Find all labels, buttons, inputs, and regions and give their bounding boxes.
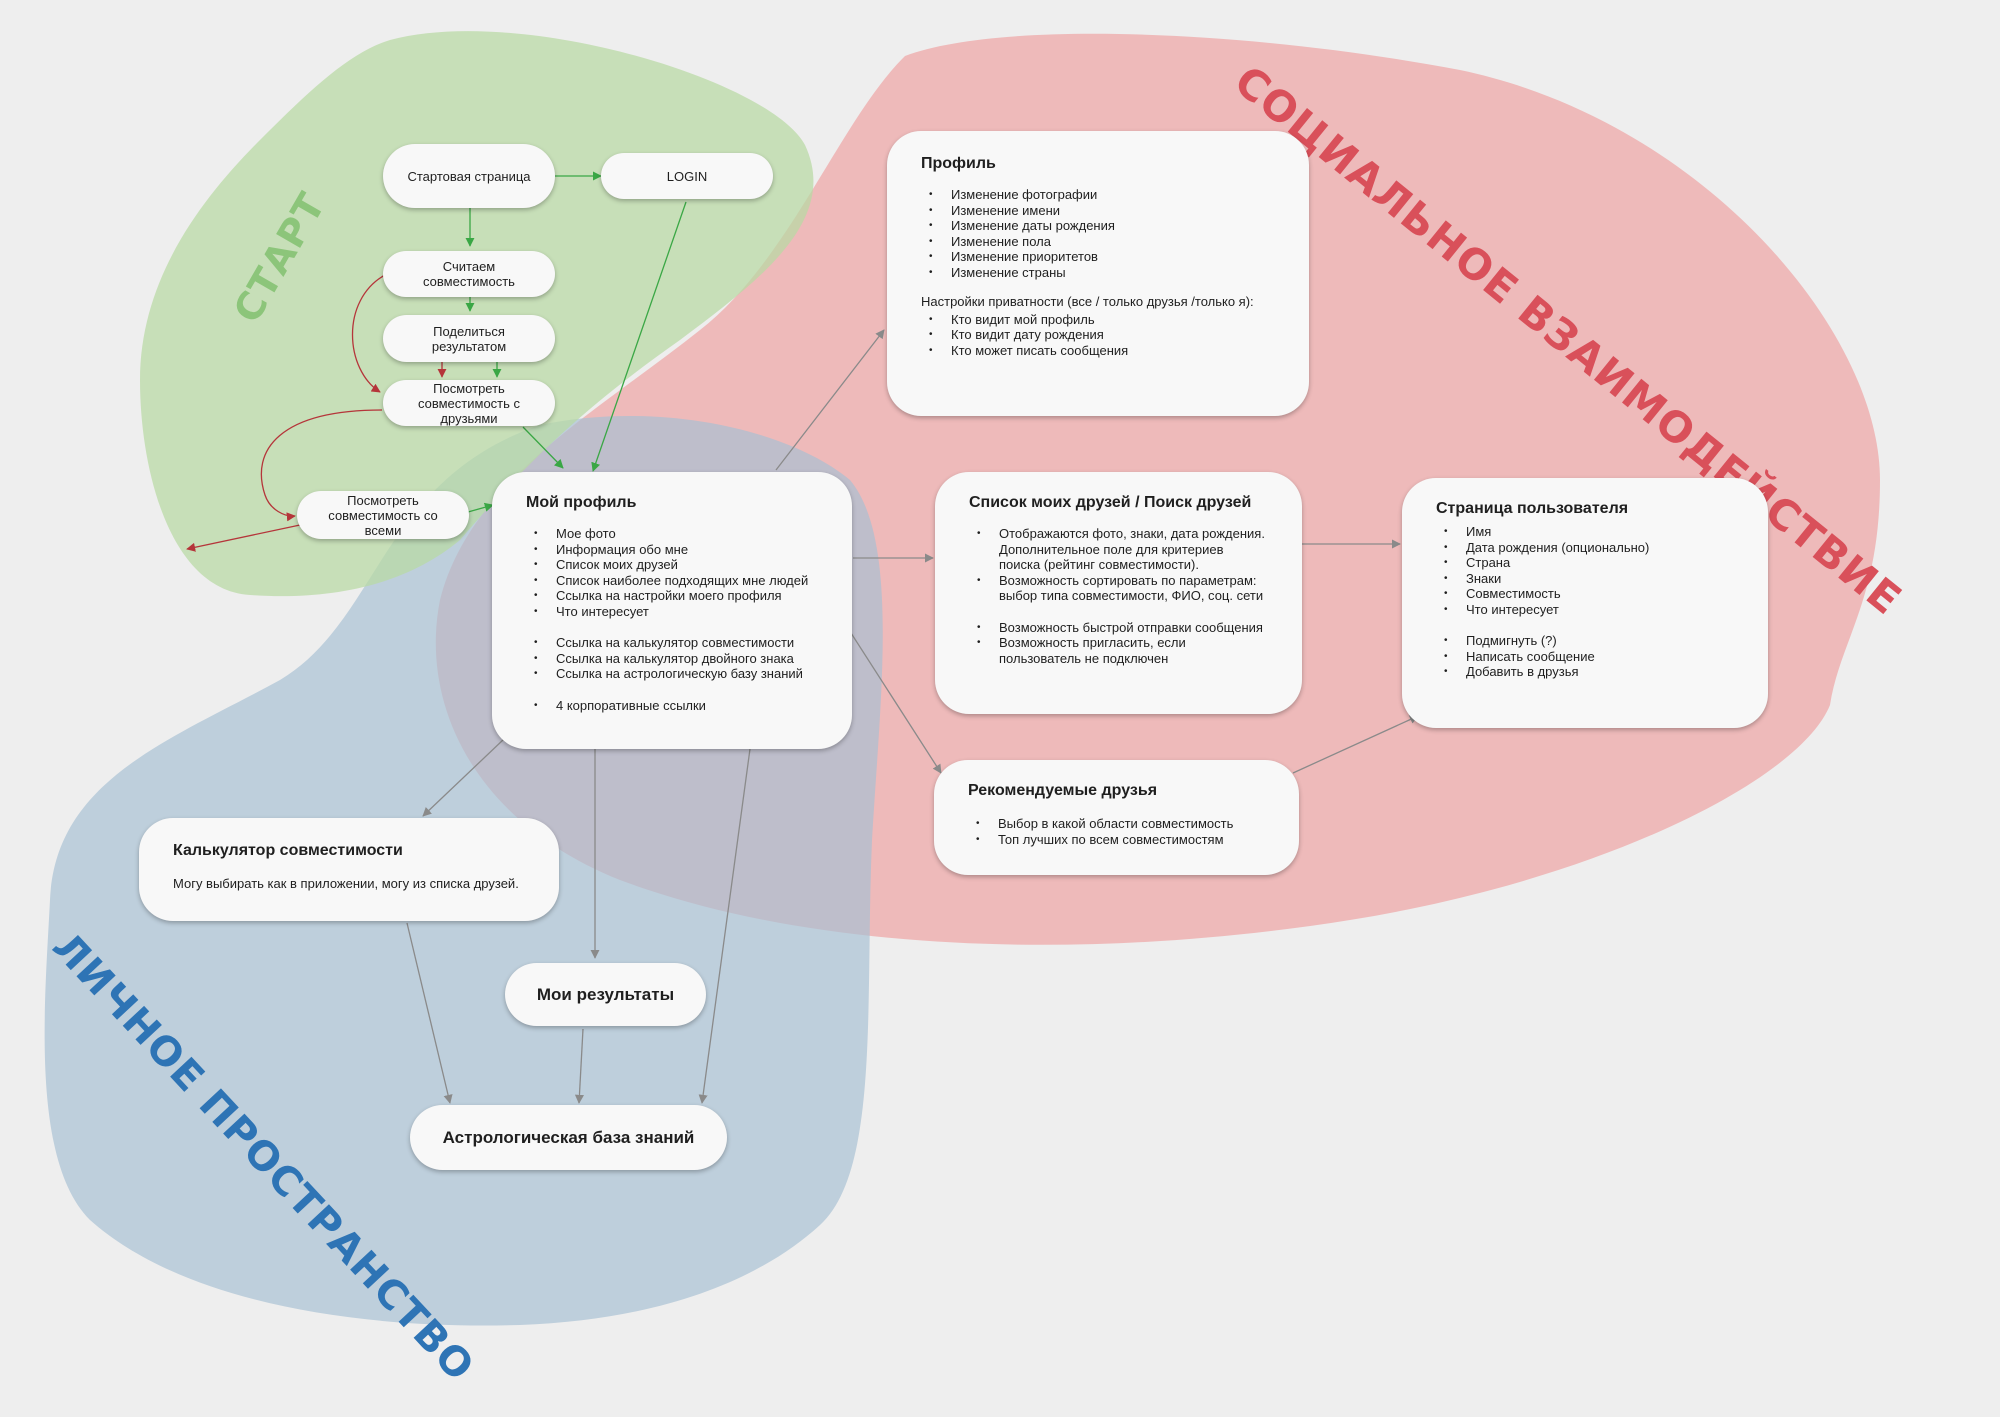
friends-list-title: Список моих друзей / Поиск друзей: [969, 494, 1252, 511]
list-item: Список наиболее подходящих мне людей: [534, 573, 818, 589]
list-item: Изменение фотографии: [929, 187, 1275, 203]
list-item: Кто видит дату рождения: [929, 327, 1275, 343]
compat-calculator-title: Калькулятор совместимости: [173, 842, 403, 859]
list-item: Изменение имени: [929, 203, 1275, 219]
list-item: Список моих друзей: [534, 557, 818, 573]
list-item: Ссылка на астрологическую базу знаний: [534, 666, 818, 682]
my-profile-card[interactable]: Мой профиль Мое фото Информация обо мне …: [492, 472, 852, 749]
list-item: Ссылка на калькулятор совместимости: [534, 635, 818, 651]
list-item: Изменение пола: [929, 234, 1275, 250]
recommended-friends-title: Рекомендуемые друзья: [968, 782, 1158, 799]
list-item: Изменение страны: [929, 265, 1275, 281]
list-item: Топ лучших по всем совместимостям: [976, 832, 1265, 848]
my-profile-title: Мой профиль: [526, 494, 637, 511]
astro-knowledge-base-node[interactable]: Астрологическая база знаний: [410, 1105, 727, 1170]
list-item: Подмигнуть (?): [1444, 633, 1734, 649]
list-item: Знаки: [1444, 571, 1734, 587]
edge-myprofile-calculator: [422, 738, 505, 817]
view-friends-compat-node[interactable]: Посмотреть совместимость с друзьями: [383, 380, 555, 426]
list-item: Возможность быстрой отправки сообщения: [977, 620, 1268, 636]
view-all-compat-node[interactable]: Посмотреть совместимость со всеми: [297, 491, 469, 539]
list-item: Что интересует: [1444, 602, 1734, 618]
edge-myprofile-recommended: [850, 632, 942, 774]
edge-friends-myprofile: [522, 426, 564, 469]
list-item: Отображаются фото, знаки, дата рождения.…: [977, 526, 1268, 573]
list-item: Кто может писать сообщения: [929, 343, 1275, 359]
list-item: Возможность сортировать по параметрам: в…: [977, 573, 1268, 604]
list-item: Возможность пригласить, если пользовател…: [977, 635, 1268, 666]
share-result-node[interactable]: Поделиться результатом: [383, 315, 555, 362]
edge-login-myprofile: [591, 201, 687, 472]
calc-compat-node[interactable]: Считаем совместимость: [383, 251, 555, 297]
recommended-friends-card[interactable]: Рекомендуемые друзья Выбор в какой облас…: [934, 760, 1299, 875]
list-item: Страна: [1444, 555, 1734, 571]
list-item: 4 корпоративные ссылки: [534, 698, 818, 714]
list-item: Что интересует: [534, 604, 818, 620]
list-item: Имя: [1444, 524, 1734, 540]
compat-calculator-desc: Могу выбирать как в приложении, могу из …: [173, 876, 519, 891]
list-item: Добавить в друзья: [1444, 664, 1734, 680]
list-item: Ссылка на настройки моего профиля: [534, 588, 818, 604]
edge-results-astro: [574, 1028, 584, 1104]
edge-all-outside: [186, 524, 301, 552]
profile-title: Профиль: [921, 155, 996, 172]
list-item: Написать сообщение: [1444, 649, 1734, 665]
compat-calculator-card[interactable]: Калькулятор совместимости Могу выбирать …: [139, 818, 559, 921]
edges-layer: [186, 171, 1419, 1104]
login-node[interactable]: LOGIN: [601, 153, 773, 199]
edge-calc-friends-curve: [352, 274, 386, 393]
list-item: Изменение даты рождения: [929, 218, 1275, 234]
edge-all-myprofile: [467, 502, 494, 513]
list-item: Совместимость: [1444, 586, 1734, 602]
user-page-list: Имя Дата рождения (опционально) Страна З…: [1436, 524, 1734, 680]
list-item: Информация обо мне: [534, 542, 818, 558]
edge-myprofile-astro: [698, 748, 751, 1104]
my-results-node[interactable]: Мои результаты: [505, 963, 706, 1026]
user-page-card[interactable]: Страница пользователя Имя Дата рождения …: [1402, 478, 1768, 728]
edge-recommended-userpage: [1292, 715, 1419, 774]
privacy-list: Кто видит мой профиль Кто видит дату рож…: [921, 312, 1275, 359]
friends-list: Отображаются фото, знаки, дата рождения.…: [969, 526, 1268, 666]
edge-calculator-astro: [406, 922, 453, 1104]
friends-list-card[interactable]: Список моих друзей / Поиск друзей Отобра…: [935, 472, 1302, 714]
list-item: Кто видит мой профиль: [929, 312, 1275, 328]
list-item: Изменение приоритетов: [929, 249, 1275, 265]
user-page-title: Страница пользователя: [1436, 500, 1629, 517]
list-item: Ссылка на калькулятор двойного знака: [534, 651, 818, 667]
my-profile-list: Мое фото Информация обо мне Список моих …: [526, 526, 818, 713]
recommended-list: Выбор в какой области совместимость Топ …: [968, 816, 1265, 847]
list-item: Выбор в какой области совместимость: [976, 816, 1265, 832]
list-item: Дата рождения (опционально): [1444, 540, 1734, 556]
edge-myprofile-profile: [775, 329, 885, 471]
privacy-note: Настройки приватности (все / только друз…: [921, 294, 1254, 309]
profile-card[interactable]: Профиль Изменение фотографии Изменение и…: [887, 131, 1309, 416]
list-item: Мое фото: [534, 526, 818, 542]
start-page-node[interactable]: Стартовая страница: [383, 144, 555, 208]
edge-friends-all-curve: [260, 409, 383, 522]
profile-list: Изменение фотографии Изменение имени Изм…: [921, 187, 1275, 280]
